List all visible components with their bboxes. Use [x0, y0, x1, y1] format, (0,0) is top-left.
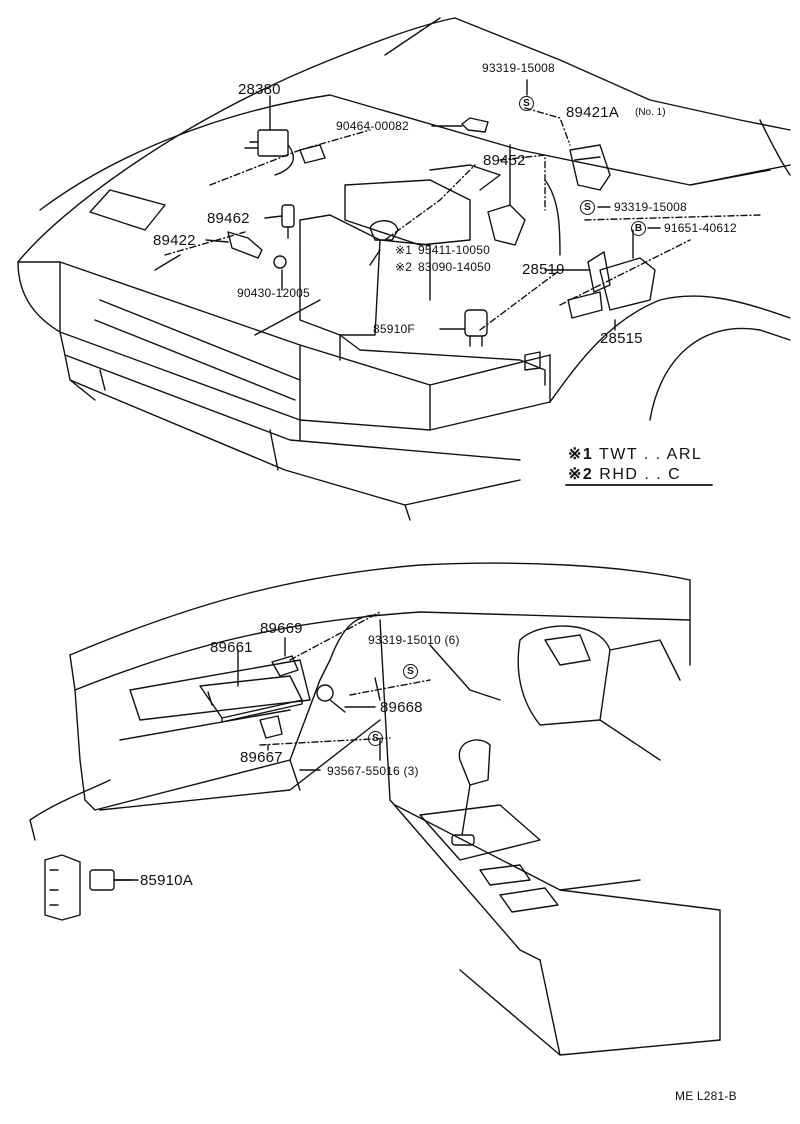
footnote-1: ※1 TWT . . ARL: [568, 444, 702, 464]
part-label-28515: 28515: [600, 330, 643, 347]
part-label-90464-00082: 90464-00082: [336, 119, 409, 133]
symbol-b-circle: B: [631, 221, 646, 236]
part-label-28519: 28519: [522, 261, 565, 278]
part-shapes-lower: [44, 655, 346, 921]
symbol-s-circle-2: S: [580, 200, 595, 215]
part-label-89421A: 89421A: [566, 104, 619, 121]
part-label-93319-15010: 93319-15010 (6): [368, 633, 460, 647]
part-label-93567-55016: 93567-55016 (3): [327, 764, 419, 778]
part-label-89452: 89452: [483, 152, 526, 169]
footnote-2: ※2 RHD . . C: [568, 464, 681, 484]
part-label-89422: 89422: [153, 232, 196, 249]
part-label-89421A-note: (No. 1): [635, 107, 666, 118]
part-label-89667: 89667: [240, 749, 283, 766]
note-mark-1-inline: ※1: [395, 243, 413, 257]
part-label-89668: 89668: [380, 699, 423, 716]
footnote-1-mark: ※1: [568, 446, 594, 463]
footnote-2-text: RHD . . C: [599, 466, 682, 483]
car-body-outline: [17, 17, 791, 521]
footnote-1-text: TWT . . ARL: [598, 446, 703, 463]
diagram-code: ME L281-B: [675, 1089, 737, 1103]
note-mark-2-inline: ※2: [395, 260, 413, 274]
part-label-90430-12005: 90430-12005: [237, 286, 310, 300]
part-label-85910A: 85910A: [140, 872, 193, 889]
symbol-s-circle-1: S: [519, 96, 534, 111]
footnote-2-mark: ※2: [568, 466, 594, 483]
leader-lines: [113, 79, 661, 881]
part-label-85910F: 85910F: [373, 322, 415, 336]
part-label-83090-14050: 83090-14050: [418, 260, 491, 274]
part-label-91651-40612: 91651-40612: [664, 221, 737, 235]
part-label-93319-15008-top: 93319-15008: [482, 61, 555, 75]
part-shapes-upper: [227, 117, 656, 371]
dash-outline: [29, 562, 721, 1056]
part-label-95411-10050: 95411-10050: [418, 243, 491, 257]
part-label-89669: 89669: [260, 620, 303, 637]
part-label-28380: 28380: [238, 81, 281, 98]
part-label-93319-15008-right: 93319-15008: [614, 200, 687, 214]
part-label-89462: 89462: [207, 210, 250, 227]
symbol-s-circle-4: S: [368, 731, 383, 746]
part-label-89661: 89661: [210, 639, 253, 656]
symbol-s-circle-3: S: [403, 664, 418, 679]
